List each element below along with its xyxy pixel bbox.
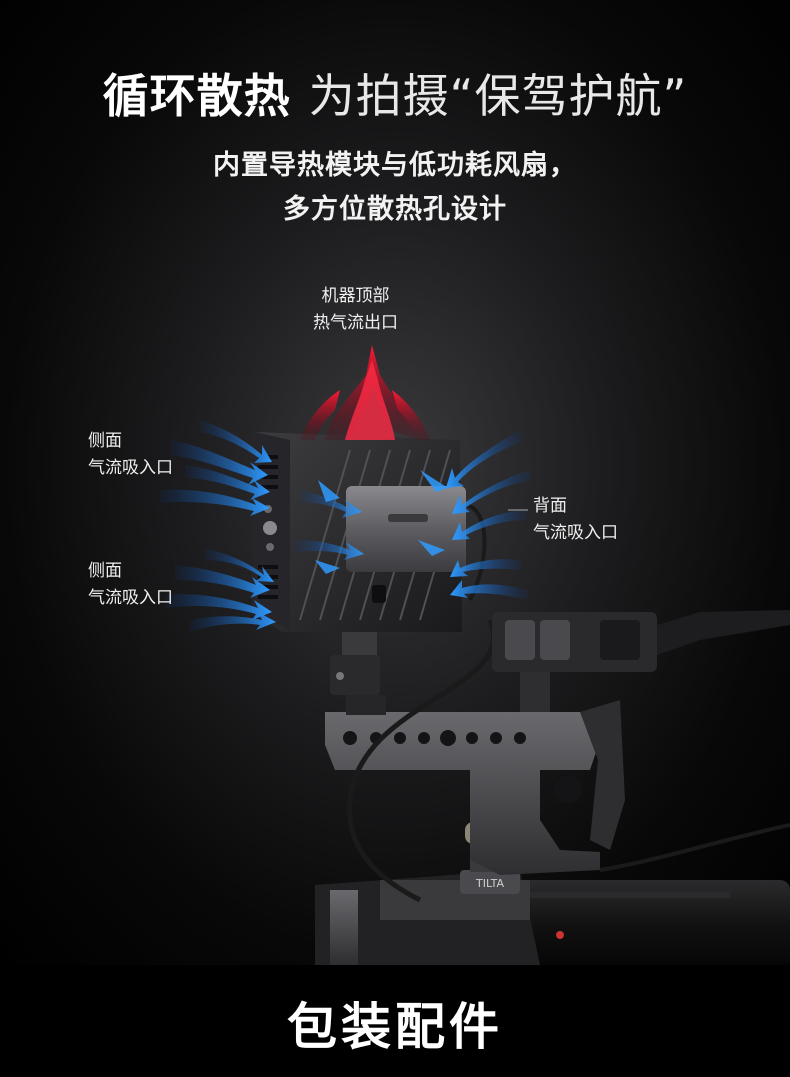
subtitle-line-2: 多方位散热孔设计 — [283, 194, 507, 225]
title-light: 为拍摄“保驾护航” — [308, 69, 688, 123]
hot-air-arrows — [300, 345, 430, 440]
callout-top-line2: 热气流出口 — [313, 313, 398, 333]
cool-air-arrows — [160, 420, 532, 632]
callout-side-upper-line1: 侧面 — [88, 431, 122, 451]
page-title: 循环散热为拍摄“保驾护航” — [0, 60, 790, 126]
monitor-mount — [330, 628, 386, 715]
callout-back-line2: 气流吸入口 — [533, 523, 618, 543]
section-title-accessories: 包装配件 — [287, 998, 503, 1056]
callout-side-lower-line1: 侧面 — [88, 561, 122, 581]
camera-rig: TILTA — [315, 619, 790, 965]
brand-mark: TILTA — [475, 877, 504, 890]
callout-side-upper-line2: 气流吸入口 — [88, 458, 173, 478]
callout-top-line1: 机器顶部 — [321, 286, 390, 306]
callout-side-lower: 侧面 气流吸入口 — [88, 558, 173, 612]
callout-side-lower-line2: 气流吸入口 — [88, 588, 173, 608]
title-bold: 循环散热 — [102, 69, 291, 123]
hero-section: 循环散热为拍摄“保驾护航” 内置导热模块与低功耗风扇， 多方位散热孔设计 — [0, 0, 790, 965]
subtitle-line-1: 内置导热模块与低功耗风扇， — [213, 150, 577, 181]
callout-top-outlet: 机器顶部 热气流出口 — [313, 283, 398, 337]
callout-back-line1: 背面 — [533, 496, 567, 516]
callout-back-intake: 背面 气流吸入口 — [533, 493, 618, 547]
section-footer: 包装配件 — [0, 965, 790, 1077]
product-illustration: TILTA — [160, 345, 790, 965]
callout-side-upper: 侧面 气流吸入口 — [88, 428, 173, 482]
wireless-receiver — [492, 610, 790, 712]
